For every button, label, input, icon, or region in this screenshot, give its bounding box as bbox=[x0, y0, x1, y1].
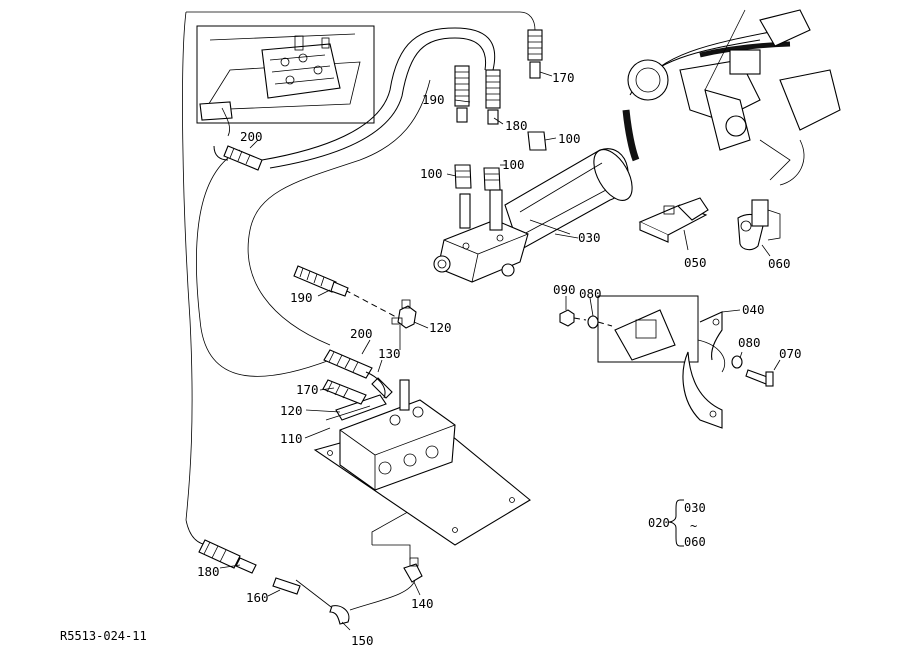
hose-routing bbox=[182, 11, 536, 611]
part-label-120-mid: 120 bbox=[429, 320, 452, 335]
part-label-130: 130 bbox=[378, 346, 401, 361]
part-label-170-top: 170 bbox=[552, 70, 575, 85]
upper-hose-200 bbox=[213, 145, 263, 171]
part-label-190-mid: 190 bbox=[290, 290, 313, 305]
part-label-110: 110 bbox=[280, 431, 303, 446]
part-label-040: 040 bbox=[742, 302, 765, 317]
group-range-tilde: ~ bbox=[690, 519, 697, 533]
part-label-160: 160 bbox=[246, 590, 269, 605]
part-label-060: 060 bbox=[768, 256, 791, 271]
hoses-mid bbox=[322, 349, 386, 405]
part-060-sensor bbox=[737, 199, 781, 251]
part-label-170-mid: 170 bbox=[296, 382, 319, 397]
part-label-090: 090 bbox=[553, 282, 576, 297]
part-label-180-low: 180 bbox=[197, 564, 220, 579]
control-valve-assembly bbox=[313, 377, 531, 546]
part-label-070: 070 bbox=[779, 346, 802, 361]
top-fittings bbox=[454, 29, 547, 191]
part-label-180-top: 180 bbox=[505, 118, 528, 133]
part-labels: 170 190 180 100 100 100 200 030 050 060 … bbox=[197, 70, 802, 648]
mid-fittings bbox=[293, 265, 417, 329]
group-range-end: 060 bbox=[684, 535, 706, 549]
part-label-080-left: 080 bbox=[579, 286, 602, 301]
inset-valve-view bbox=[196, 25, 375, 137]
leader-lines bbox=[219, 71, 781, 631]
part-050-switch bbox=[638, 197, 709, 243]
part-label-080-right: 080 bbox=[738, 335, 761, 350]
drawing-reference-code: R5513-024-11 bbox=[60, 629, 147, 643]
part-label-190-top: 190 bbox=[422, 92, 445, 107]
part-label-200-top: 200 bbox=[240, 129, 263, 144]
bracket-040-detail bbox=[597, 295, 726, 429]
group-callout: 020 030 ~ 060 bbox=[648, 499, 706, 549]
fasteners bbox=[559, 309, 774, 387]
hydraulic-cylinder-assembly bbox=[433, 148, 633, 283]
part-label-200-mid: 200 bbox=[350, 326, 373, 341]
part-label-100-middle: 100 bbox=[502, 157, 525, 172]
part-label-120-low: 120 bbox=[280, 403, 303, 418]
part-label-050: 050 bbox=[684, 255, 707, 270]
tractor-cutaway-view bbox=[622, 9, 841, 186]
part-label-150: 150 bbox=[351, 633, 374, 648]
lower-hose-fittings bbox=[198, 539, 423, 625]
part-label-100-right: 100 bbox=[558, 131, 581, 146]
group-range-start: 030 bbox=[684, 501, 706, 515]
part-label-140: 140 bbox=[411, 596, 434, 611]
part-label-100-left: 100 bbox=[420, 166, 443, 181]
part-label-030: 030 bbox=[578, 230, 601, 245]
group-parent-number: 020 bbox=[648, 516, 670, 530]
